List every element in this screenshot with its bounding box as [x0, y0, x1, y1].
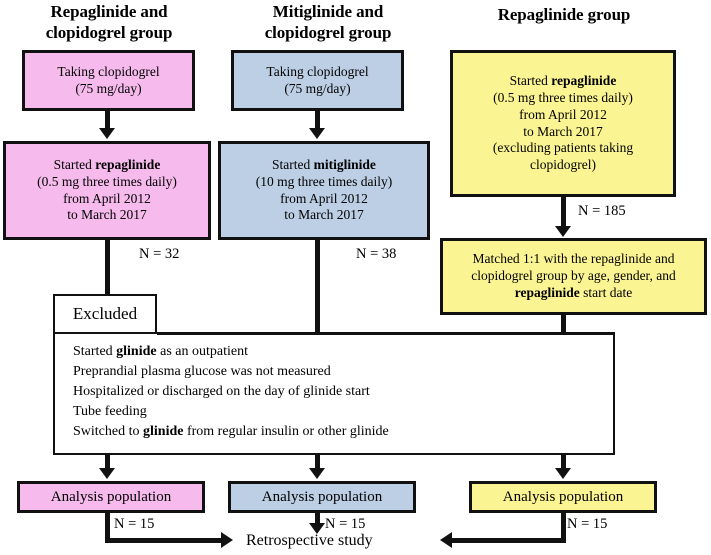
criteria-item: Tube feeding — [73, 402, 613, 422]
column-header-line2: clopidogrel group — [264, 22, 392, 42]
matched-line2: clopidogrel group by age, gender, and — [471, 268, 676, 284]
box-matched-1to1: Matched 1:1 with the repaglinide and clo… — [440, 238, 707, 315]
box-from: from April 2012 — [280, 190, 368, 206]
box-line1: Taking clopidogrel — [57, 63, 160, 79]
box-analysis-population-pink: Analysis population — [17, 481, 205, 513]
arrowhead-final-left — [221, 532, 233, 548]
box-started-mitiglinide: Started mitiglinide (10 mg three times d… — [218, 141, 430, 240]
box-from: from April 2012 — [519, 106, 607, 122]
box-prefix: Started — [272, 157, 314, 173]
excluded-label-box: Excluded — [53, 294, 157, 334]
drug-name: mitiglinide — [313, 157, 376, 173]
box-taking-clopidogrel-pink: Taking clopidogrel (75 mg/day) — [22, 50, 195, 111]
criteria-item: Started glinide as an outpatient — [73, 342, 613, 362]
connector-yellow-to-matched — [561, 197, 566, 227]
drug-name: repaglinide — [551, 73, 617, 89]
stem-pink-down-lower — [105, 455, 110, 469]
analysis-label: Analysis population — [50, 488, 172, 505]
box-to: to March 2017 — [67, 207, 147, 223]
box-line1: Started repaglinide — [10, 157, 204, 174]
final-stem-pink — [105, 513, 110, 541]
box-line1: Started mitiglinide — [225, 157, 423, 174]
count-analysis-pink: N = 15 — [114, 516, 155, 532]
arrowhead-final-center — [309, 523, 325, 534]
box-line2: (75 mg/day) — [75, 80, 142, 96]
box-to: to March 2017 — [284, 207, 364, 223]
box-line1: Taking clopidogrel — [266, 63, 369, 79]
box-to: to March 2017 — [523, 123, 603, 139]
drug-name: repaglinide — [95, 157, 161, 173]
final-hline-yellow — [452, 538, 566, 543]
arrowhead-analysis-yellow — [555, 468, 571, 479]
excluded-label: Excluded — [72, 304, 138, 323]
matched-line1: Matched 1:1 with the repaglinide and — [472, 251, 675, 267]
criteria-pre: Switched to — [73, 424, 143, 440]
box-from: from April 2012 — [63, 190, 151, 206]
connector-blue-row1-row2 — [315, 111, 320, 131]
box-exclusion-line1: (excluding patients taking — [492, 140, 634, 156]
final-stem-yellow — [561, 513, 566, 541]
column-header-mitiglinide-clopidogrel: Mitiglinide and clopidogrel group — [228, 2, 428, 43]
stem-blue-down-lower — [315, 455, 320, 469]
arrowhead-analysis-blue — [309, 468, 325, 479]
stem-yellow-down-lower — [561, 455, 566, 469]
criteria-pre: Started — [73, 344, 117, 359]
criteria-bold: glinide — [116, 344, 157, 359]
count-mitiglinide-clopidogrel: N = 38 — [356, 246, 397, 262]
box-exclusion-line2: clopidogrel) — [530, 156, 596, 172]
analysis-label: Analysis population — [502, 488, 624, 505]
arrowhead-pink-row2 — [99, 128, 115, 139]
column-header-line1: Repaglinide and — [50, 2, 168, 21]
box-line2: (75 mg/day) — [284, 80, 351, 96]
exclusion-criteria-box: Started glinide as an outpatient Prepran… — [53, 332, 615, 455]
box-analysis-population-blue: Analysis population — [228, 481, 416, 513]
drug-name: repaglinide — [514, 284, 580, 300]
criteria-post: from regular insulin or other glinide — [183, 424, 389, 440]
matched-line3-rest: start date — [579, 284, 633, 300]
box-started-repaglinide: Started repaglinide (0.5 mg three times … — [3, 141, 211, 240]
arrowhead-analysis-pink — [99, 468, 115, 479]
criteria-item: Preprandial plasma glucose was not measu… — [73, 362, 613, 382]
feeder-line-to-criteria-blue — [157, 332, 615, 335]
arrowhead-final-right — [440, 532, 452, 548]
matched-line3: repaglinide start date — [447, 285, 700, 302]
criteria-pre: Preprandial plasma glucose was not measu… — [73, 364, 331, 380]
analysis-label: Analysis population — [261, 488, 383, 505]
column-header-line1: Repaglinide group — [497, 5, 631, 24]
column-header-repaglinide: Repaglinide group — [450, 5, 678, 26]
box-dose: (0.5 mg three times daily) — [493, 90, 633, 106]
final-hline-pink — [105, 538, 223, 543]
box-taking-clopidogrel-blue: Taking clopidogrel (75 mg/day) — [231, 50, 404, 111]
criteria-item: Hospitalized or discharged on the day of… — [73, 382, 613, 402]
criteria-post: as an outpatient — [156, 344, 248, 359]
count-analysis-yellow: N = 15 — [567, 516, 608, 532]
box-line1: Started repaglinide — [457, 73, 669, 90]
connector-pink-row1-row2 — [105, 111, 110, 131]
final-stem-blue — [315, 513, 320, 525]
box-dose: (0.5 mg three times daily) — [37, 173, 177, 189]
column-header-line1: Mitiglinide and — [272, 2, 384, 21]
criteria-bold: glinide — [143, 424, 184, 440]
box-prefix: Started — [53, 157, 96, 173]
arrowhead-blue-row2 — [309, 128, 325, 139]
box-dose: (10 mg three times daily) — [255, 173, 393, 189]
criteria-pre: Hospitalized or discharged on the day of… — [73, 384, 370, 400]
final-outcome-label: Retrospective study — [246, 532, 373, 549]
stem-pink-down — [105, 240, 110, 295]
count-repaglinide-clopidogrel: N = 32 — [139, 246, 180, 262]
column-header-line2: clopidogrel group — [45, 22, 173, 42]
criteria-pre: Tube feeding — [73, 404, 147, 420]
count-analysis-blue: N = 15 — [325, 516, 366, 532]
criteria-item: Switched to glinide from regular insulin… — [73, 422, 613, 442]
arrowhead-matched — [555, 226, 571, 237]
column-header-repaglinide-clopidogrel: Repaglinide and clopidogrel group — [14, 2, 204, 43]
count-repaglinide-only: N = 185 — [578, 203, 626, 219]
stem-blue-down — [315, 240, 320, 355]
box-prefix: Started — [509, 73, 552, 89]
box-analysis-population-yellow: Analysis population — [469, 481, 657, 513]
box-started-repaglinide-only: Started repaglinide (0.5 mg three times … — [450, 50, 676, 197]
